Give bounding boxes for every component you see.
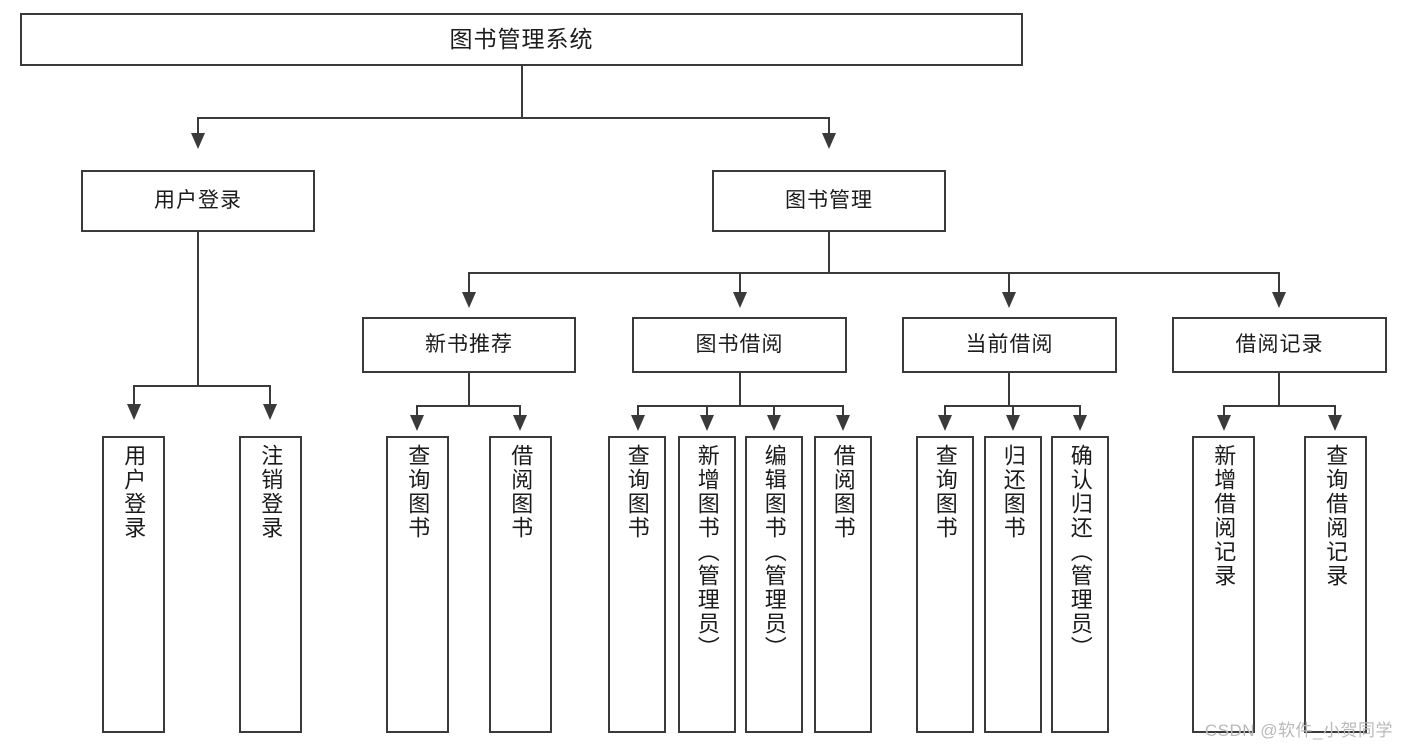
- arrowhead-user-login: [191, 133, 205, 149]
- node-label: 借阅图书: [508, 444, 534, 540]
- arrowhead-leaf-add-book: [700, 415, 714, 431]
- node-label: 编辑图书（管理员）: [761, 444, 787, 660]
- node-label: 确认归还（管理员）: [1067, 444, 1093, 660]
- arrowhead-leaf-user-login: [127, 404, 141, 420]
- connector-bm-drop-borrow-record: [1278, 272, 1280, 296]
- connector-bm-drop-new-book: [468, 272, 470, 296]
- arrowhead-leaf-edit-book: [767, 415, 781, 431]
- connector-bb-drop-1: [637, 405, 639, 419]
- node-label: 查询图书: [405, 444, 431, 540]
- csdn-watermark: CSDN @软件_小贺同学: [1204, 721, 1393, 740]
- leaf-user-login[interactable]: 用户登录: [102, 436, 165, 733]
- node-book-management[interactable]: 图书管理: [712, 170, 946, 232]
- arrowhead-leaf-return-book: [1006, 415, 1020, 431]
- connector-nbr-drop-1: [416, 405, 418, 419]
- arrowhead-leaf-query-book-3: [938, 415, 952, 431]
- leaf-add-book[interactable]: 新增图书（管理员）: [678, 436, 736, 733]
- arrowhead-leaf-confirm-return: [1073, 415, 1087, 431]
- connector-cb-stem: [1008, 373, 1010, 405]
- leaf-query-book-2[interactable]: 查询图书: [608, 436, 666, 733]
- connector-br-bus: [1223, 405, 1336, 407]
- connector-root-drop-user-login: [197, 117, 199, 139]
- connector-user-login-bus: [133, 385, 269, 387]
- connector-bm-drop-book-borrow: [739, 272, 741, 296]
- node-label: 新增借阅记录: [1211, 444, 1237, 588]
- connector-root-stem: [521, 66, 523, 117]
- arrowhead-leaf-query-borrow-record: [1328, 415, 1342, 431]
- connector-cb-drop-2: [1012, 405, 1014, 419]
- leaf-return-book[interactable]: 归还图书: [984, 436, 1042, 733]
- connector-bb-stem: [739, 373, 741, 405]
- node-book-borrow[interactable]: 图书借阅: [632, 317, 847, 373]
- connector-root-bus: [197, 117, 830, 119]
- node-system-root[interactable]: 图书管理系统: [20, 13, 1023, 66]
- leaf-confirm-return[interactable]: 确认归还（管理员）: [1051, 436, 1109, 733]
- connector-br-stem: [1278, 373, 1280, 405]
- node-label: 用户登录: [154, 188, 242, 212]
- arrowhead-book-borrow: [733, 292, 747, 308]
- arrowhead-leaf-logout-login: [263, 404, 277, 420]
- leaf-add-borrow-record[interactable]: 新增借阅记录: [1192, 436, 1255, 733]
- leaf-logout-login[interactable]: 注销登录: [239, 436, 302, 733]
- node-label: 当前借阅: [965, 332, 1054, 356]
- node-label: 查询图书: [932, 444, 958, 540]
- node-label: 查询借阅记录: [1323, 444, 1349, 588]
- arrowhead-current-borrow: [1002, 292, 1016, 308]
- arrowhead-leaf-query-book-1: [410, 415, 424, 431]
- connector-nbr-bus: [416, 405, 521, 407]
- leaf-borrow-book-1[interactable]: 借阅图书: [489, 436, 552, 733]
- connector-bb-drop-3: [773, 405, 775, 419]
- connector-root-drop-book-management: [828, 117, 830, 139]
- leaf-query-borrow-record[interactable]: 查询借阅记录: [1304, 436, 1367, 733]
- node-label: 归还图书: [1000, 444, 1026, 540]
- connector-user-login-stem: [197, 232, 199, 385]
- node-label: 用户登录: [121, 444, 147, 540]
- arrowhead-new-book-recommend: [462, 292, 476, 308]
- arrowhead-leaf-add-borrow-record: [1217, 415, 1231, 431]
- leaf-query-book-3[interactable]: 查询图书: [916, 436, 974, 733]
- node-label: 借阅记录: [1235, 332, 1324, 356]
- connector-bb-drop-4: [842, 405, 844, 419]
- node-label: 图书管理系统: [449, 26, 594, 53]
- arrowhead-book-management: [822, 133, 836, 149]
- connector-nbr-stem: [468, 373, 470, 405]
- connector-user-login-drop-2: [269, 385, 271, 408]
- node-label: 图书借阅: [695, 332, 784, 356]
- node-label: 注销登录: [258, 444, 284, 540]
- connector-nbr-drop-2: [519, 405, 521, 419]
- node-current-borrow[interactable]: 当前借阅: [902, 317, 1117, 373]
- connector-cb-drop-3: [1079, 405, 1081, 419]
- arrowhead-leaf-borrow-book-1: [513, 415, 527, 431]
- connector-book-management-stem: [828, 232, 830, 272]
- node-label: 查询图书: [624, 444, 650, 540]
- connector-br-drop-1: [1223, 405, 1225, 419]
- node-label: 图书管理: [785, 188, 873, 212]
- connector-cb-drop-1: [944, 405, 946, 419]
- connector-bb-bus: [637, 405, 844, 407]
- node-borrow-record[interactable]: 借阅记录: [1172, 317, 1387, 373]
- leaf-borrow-book-2[interactable]: 借阅图书: [814, 436, 872, 733]
- connector-user-login-drop-1: [133, 385, 135, 408]
- connector-book-management-bus: [468, 272, 1280, 274]
- arrowhead-borrow-record: [1272, 292, 1286, 308]
- node-user-login[interactable]: 用户登录: [81, 170, 315, 232]
- arrowhead-leaf-query-book-2: [631, 415, 645, 431]
- connector-bb-drop-2: [706, 405, 708, 419]
- leaf-query-book-1[interactable]: 查询图书: [386, 436, 449, 733]
- node-label: 借阅图书: [830, 444, 856, 540]
- arrowhead-leaf-borrow-book-2: [836, 415, 850, 431]
- connector-br-drop-2: [1334, 405, 1336, 419]
- node-new-book-recommend[interactable]: 新书推荐: [362, 317, 576, 373]
- node-label: 新增图书（管理员）: [694, 444, 720, 660]
- connector-bm-drop-current-borrow: [1008, 272, 1010, 296]
- leaf-edit-book[interactable]: 编辑图书（管理员）: [745, 436, 803, 733]
- node-label: 新书推荐: [425, 332, 513, 356]
